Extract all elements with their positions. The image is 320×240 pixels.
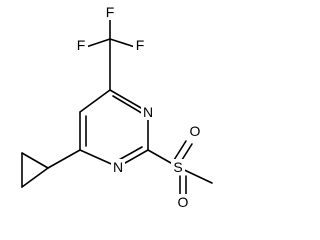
- bond-c6-cyclopropyl: [47, 149, 81, 169]
- atom-label-nitrogen-1: N: [113, 159, 123, 175]
- bond-c-f3: [109, 38, 136, 48]
- atom-label-fluorine-1: F: [106, 4, 115, 20]
- bonds: [21, 17, 213, 200]
- bond-c-f2: [85, 38, 111, 48]
- atom-label-nitrogen-3: N: [143, 104, 153, 120]
- molecule-structure: F F F N N S O O: [21, 4, 213, 210]
- bond-cyclopropyl-1: [21, 152, 49, 169]
- bond-c4-n3-double: [112, 95, 146, 116]
- atom-labels: F F F N N S O O: [74, 4, 203, 210]
- bond-c2-n1-double: [116, 146, 143, 162]
- atom-label-oxygen-2: O: [178, 194, 189, 210]
- atom-label-fluorine-2: F: [77, 37, 86, 53]
- bond-s-o1-a: [173, 140, 187, 161]
- atom-label-fluorine-3: F: [136, 37, 145, 53]
- atom-label-oxygen-1: O: [190, 123, 201, 139]
- atom-label-sulfur: S: [173, 159, 182, 175]
- bond-cyclopropyl-2: [21, 167, 49, 188]
- bond-c5-c4: [79, 89, 111, 113]
